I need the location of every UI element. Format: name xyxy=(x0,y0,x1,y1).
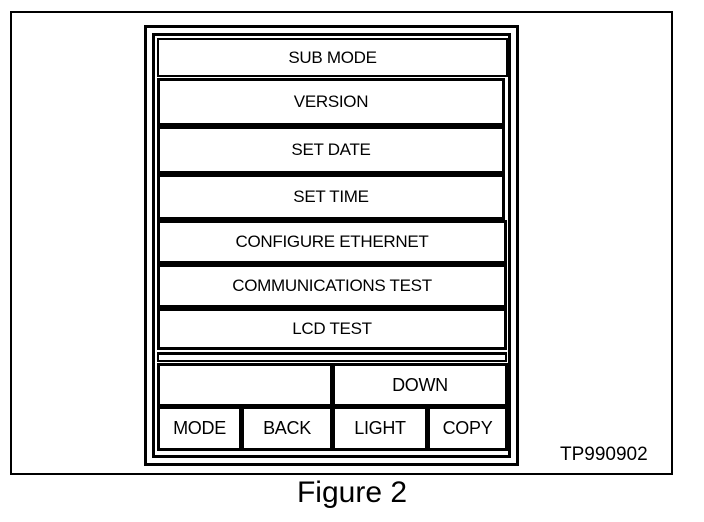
sub-mode-header: SUB MODE xyxy=(157,38,508,77)
menu-item-version[interactable]: VERSION xyxy=(157,78,505,126)
softkey-blank[interactable] xyxy=(157,363,333,407)
menu-item-communications-test[interactable]: COMMUNICATIONS TEST xyxy=(157,264,507,308)
menu-item-configure-ethernet[interactable]: CONFIGURE ETHERNET xyxy=(157,220,507,264)
device-bezel xyxy=(144,25,519,466)
figure-frame xyxy=(10,11,673,475)
softkey-copy[interactable]: COPY xyxy=(427,406,508,451)
softkey-down[interactable]: DOWN xyxy=(332,363,508,407)
figure-caption: Figure 2 xyxy=(296,476,408,509)
softkey-light[interactable]: LIGHT xyxy=(332,406,428,451)
menu-item-lcd-test[interactable]: LCD TEST xyxy=(157,308,507,350)
figure-code: TP990902 xyxy=(560,444,648,465)
menu-item-set-date[interactable]: SET DATE xyxy=(157,126,505,174)
screen-divider xyxy=(157,352,507,362)
menu-item-set-time[interactable]: SET TIME xyxy=(157,174,505,220)
display-panel xyxy=(152,33,511,458)
softkey-mode[interactable]: MODE xyxy=(157,406,242,451)
softkey-back[interactable]: BACK xyxy=(241,406,333,451)
